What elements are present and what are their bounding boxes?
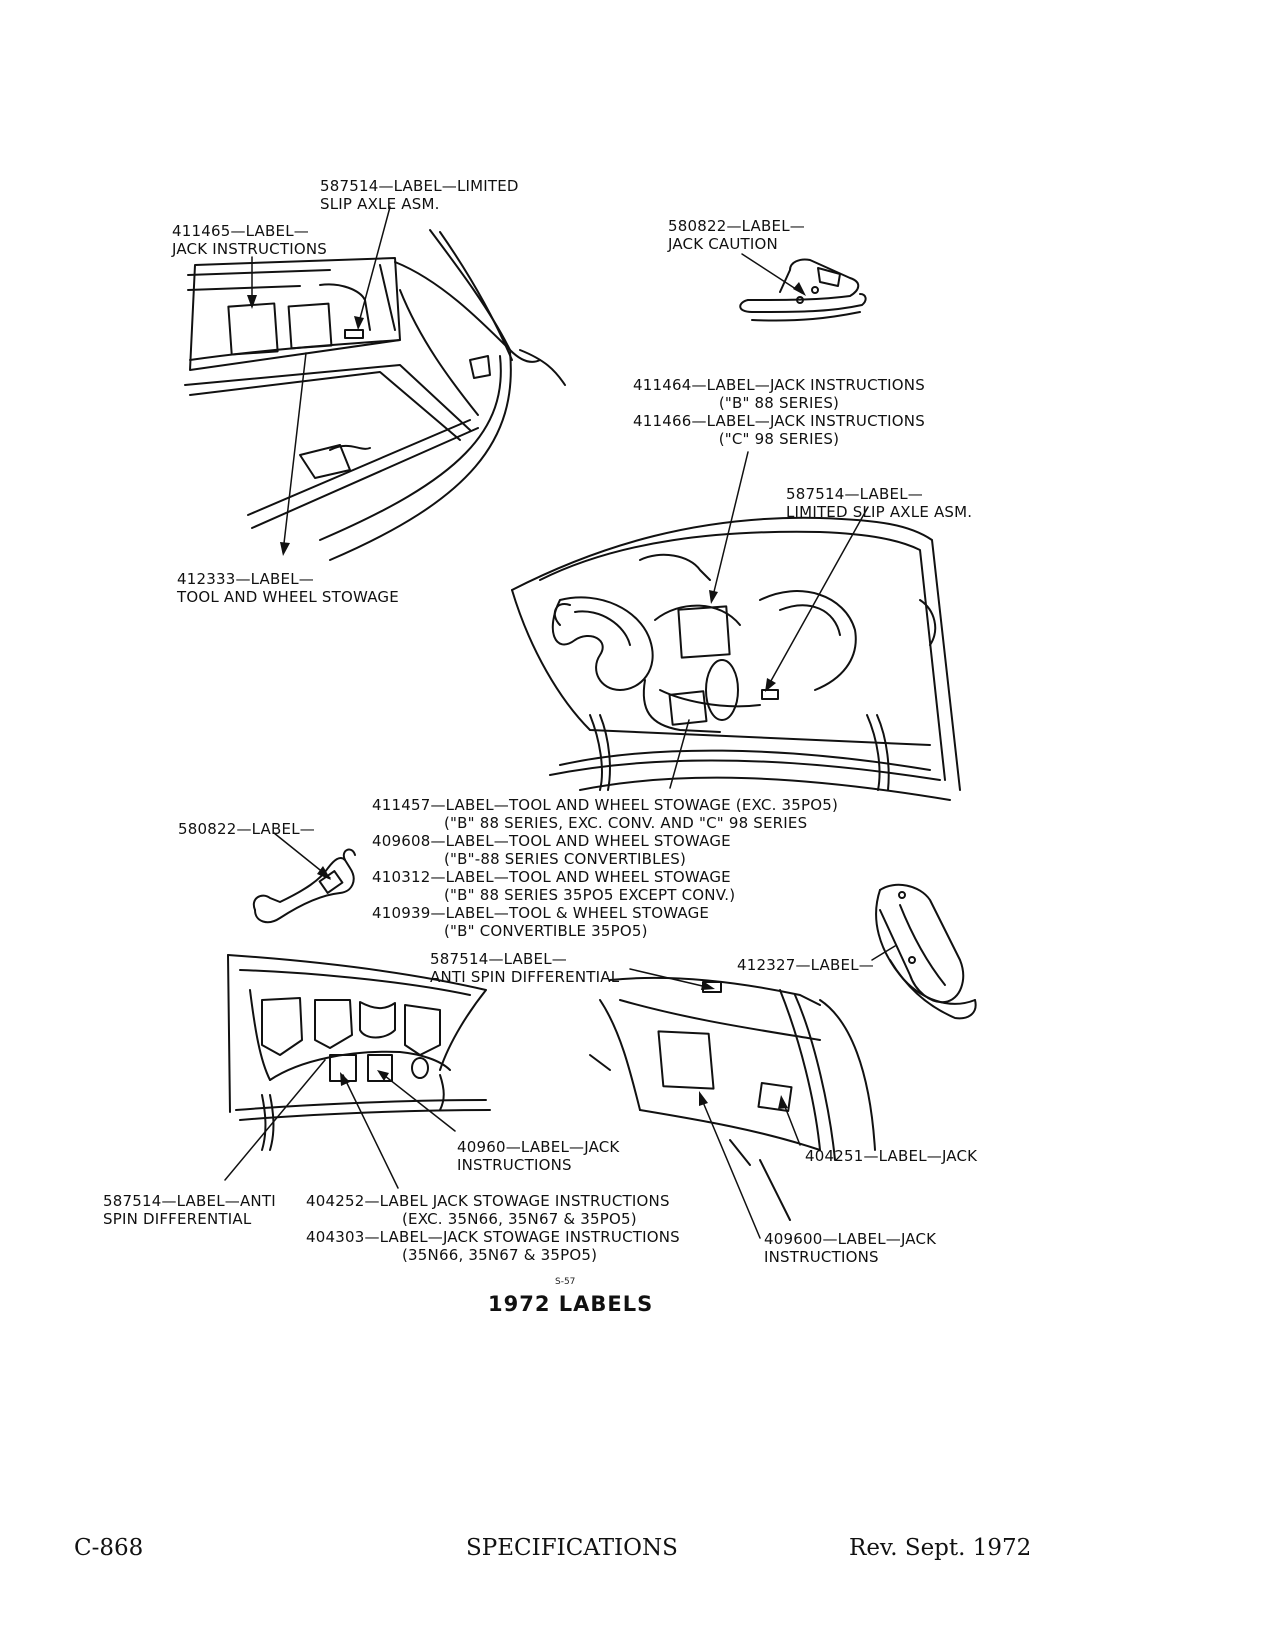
callout-587514-limited-slip-mid: 587514—LABEL—LIMITED SLIP AXLE ASM. <box>786 485 973 521</box>
footer-revision: Rev. Sept. 1972 <box>849 1535 1032 1561</box>
arrowheads <box>247 282 806 1109</box>
leader-lines <box>224 206 896 1239</box>
callout-587514-anti-spin-mid: 587514—LABEL—ANTI SPIN DIFFERENTIAL <box>430 950 620 986</box>
trunk-lid-center-drawing <box>511 516 961 801</box>
footer-section: SPECIFICATIONS <box>466 1535 678 1561</box>
jack-caution-part-drawing <box>739 258 867 322</box>
footer-page-id: C-868 <box>74 1535 144 1561</box>
callout-580822-hook: 580822—LABEL— <box>178 820 315 838</box>
hook-part-drawing <box>252 848 356 924</box>
trunk-lid-bottomleft-drawing <box>227 954 491 1151</box>
callout-411464-411466-jack-instructions: 411464—LABEL—JACK INSTRUCTIONS("B" 88 SE… <box>633 376 925 448</box>
figure-title: 1972 LABELS <box>488 1292 654 1316</box>
trunk-lid-interior-topleft-drawing <box>184 229 566 561</box>
callout-411457-group: 411457—LABEL—TOOL AND WHEEL STOWAGE (EXC… <box>372 796 839 940</box>
callout-411465-jack-instructions: 411465—LABEL—JACK INSTRUCTIONS <box>172 222 327 258</box>
side-bracket-part-drawing <box>875 883 977 1020</box>
callout-412327: 412327—LABEL— <box>737 956 874 974</box>
callout-412333-tool-wheel-stowage: 412333—LABEL—TOOL AND WHEEL STOWAGE <box>177 570 399 606</box>
callout-404251-jack: 404251—LABEL—JACK <box>805 1147 978 1165</box>
callout-404252-404303-jack-stowage: 404252—LABEL JACK STOWAGE INSTRUCTIONS (… <box>306 1192 680 1264</box>
trunk-interior-bottomright-drawing <box>589 976 876 1221</box>
callout-580822-jack-caution: 580822—LABEL—JACK CAUTION <box>668 217 805 253</box>
figure-number: S-57 <box>555 1277 576 1287</box>
